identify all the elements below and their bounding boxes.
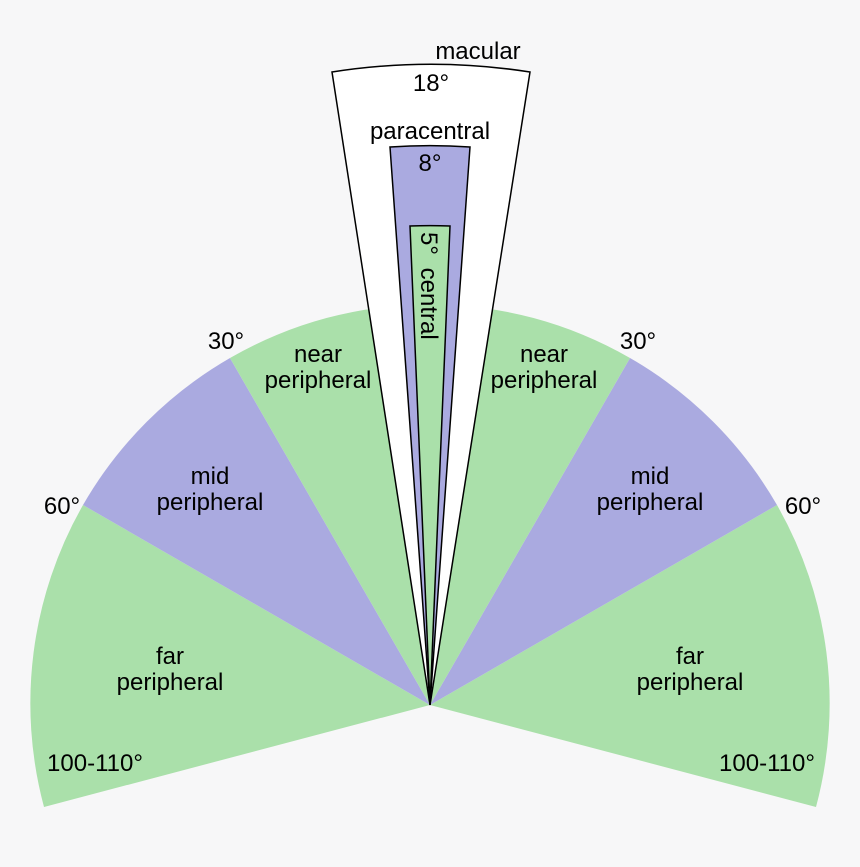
boundary-30-left-label: 30° xyxy=(208,328,244,355)
far-peripheral-right-sector xyxy=(430,505,830,807)
central-label: 5° central xyxy=(415,232,442,340)
far-peripheral-right-line1: far xyxy=(676,643,704,670)
central-angle: 5° xyxy=(415,232,442,255)
near-peripheral-left-line1: near xyxy=(294,341,342,368)
near-peripheral-right-line2: peripheral xyxy=(491,367,598,394)
mid-peripheral-right-sector xyxy=(430,358,777,705)
far-peripheral-left-line1: far xyxy=(156,643,184,670)
boundary-30-right-label: 30° xyxy=(620,328,656,355)
boundary-outer-left-label: 100-110° xyxy=(47,750,143,777)
mid-peripheral-left-line1: mid xyxy=(191,463,230,490)
mid-peripheral-left-line2: peripheral xyxy=(157,489,264,516)
macular-angle-label: 18° xyxy=(413,70,449,97)
boundary-outer-right-label: 100-110° xyxy=(719,750,815,777)
near-peripheral-left-line2: peripheral xyxy=(265,367,372,394)
paracentral-angle-label: 8° xyxy=(419,150,442,177)
mid-peripheral-right-line1: mid xyxy=(631,463,670,490)
far-peripheral-left-sector xyxy=(30,505,430,807)
far-peripheral-left-line2: peripheral xyxy=(117,669,224,696)
central-wedge xyxy=(409,224,451,706)
mid-peripheral-left-sector xyxy=(83,358,430,705)
macular-label: macular xyxy=(435,38,520,65)
near-peripheral-right-line1: near xyxy=(520,341,568,368)
far-peripheral-right-line2: peripheral xyxy=(637,669,744,696)
mid-peripheral-right-line2: peripheral xyxy=(597,489,704,516)
central-name: central xyxy=(415,268,442,340)
central-label-group: 5° central xyxy=(415,232,442,340)
paracentral-label: paracentral xyxy=(370,118,490,145)
boundary-60-left-label: 60° xyxy=(44,493,80,520)
boundary-60-right-label: 60° xyxy=(785,493,821,520)
